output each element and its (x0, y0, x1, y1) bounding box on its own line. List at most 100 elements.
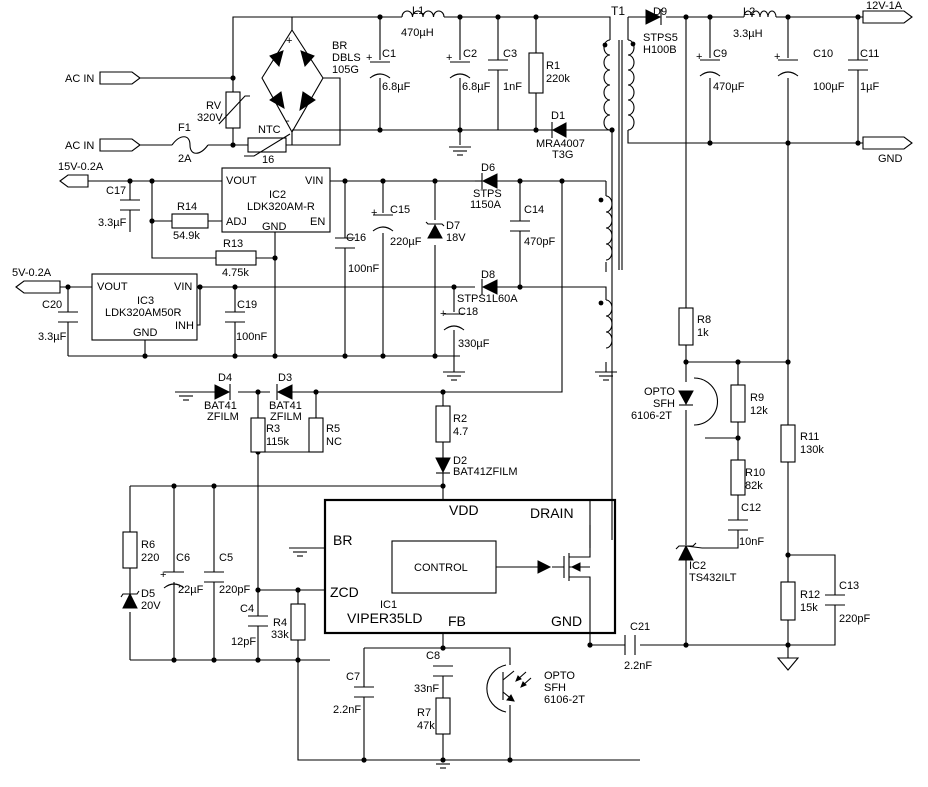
svg-text:6.8µF: 6.8µF (462, 81, 491, 93)
diode-d8: D8 STPS1L60A (457, 269, 518, 305)
port-ac-in-2: AC IN (65, 138, 141, 152)
svg-text:D6: D6 (481, 162, 495, 174)
resistor-r3: R3 115k (250, 417, 290, 453)
resistor-r1: R1 220k (528, 52, 570, 94)
svg-text:33nF: 33nF (414, 683, 439, 695)
port-12v: 12V-1A (862, 0, 913, 24)
svg-text:220µF: 220µF (390, 236, 422, 248)
svg-text:INH: INH (175, 320, 194, 332)
svg-text:18V: 18V (446, 232, 466, 244)
svg-text:R3: R3 (266, 423, 280, 435)
port-15v: 15V-0.2A (58, 161, 104, 188)
svg-text:+: + (286, 35, 292, 47)
capacitor-c17: C17 3.3µF (98, 185, 140, 229)
svg-text:1150A: 1150A (470, 199, 502, 211)
svg-text:C8: C8 (426, 650, 440, 662)
svg-text:R9: R9 (750, 392, 764, 404)
svg-text:C20: C20 (42, 299, 62, 311)
transformer-t1: T1 (598, 4, 636, 349)
svg-text:320V: 320V (197, 112, 223, 124)
regulator-ic2-ldk320am-r: VOUT VIN IC2 LDK320AM-R ADJ EN GND (221, 167, 331, 233)
svg-text:R8: R8 (697, 314, 711, 326)
resistor-r7: R7 47k (417, 697, 451, 735)
svg-text:130k: 130k (800, 444, 824, 456)
capacitor-c3: C3 1nF (488, 48, 522, 93)
svg-text:VIN: VIN (174, 281, 192, 293)
svg-text:ZCD: ZCD (330, 584, 359, 600)
shunt-regulator-ts432: IC2 TS432ILT (675, 542, 737, 584)
svg-text:100nF: 100nF (236, 331, 267, 343)
svg-text:BR: BR (333, 532, 352, 548)
svg-text:100µF: 100µF (813, 81, 845, 93)
svg-text:220pF: 220pF (219, 584, 250, 596)
svg-text:4.75k: 4.75k (222, 267, 249, 279)
resistor-r11: R11 130k (780, 424, 824, 463)
port-5v: 5V-0.2A (12, 267, 61, 294)
fuse-f1: F1 2A (171, 122, 209, 165)
ground-symbol (442, 371, 466, 381)
zener-d5: D5 20V (120, 588, 161, 612)
svg-text:DBLS: DBLS (332, 52, 361, 64)
svg-text:R2: R2 (453, 413, 467, 425)
diode-d4: D4 BAT41 ZFILM (204, 372, 239, 423)
svg-text:C5: C5 (219, 552, 233, 564)
svg-text:R5: R5 (326, 423, 340, 435)
svg-text:AC IN: AC IN (65, 73, 94, 85)
regulator-ic3-ldk320am50r: VOUT VIN IC3 LDK320AM50R INH GND (91, 273, 198, 341)
svg-text:IC3: IC3 (137, 295, 154, 307)
capacitor-c5: C5 220pF (204, 552, 250, 596)
resistor-r13: R13 4.75k (215, 238, 257, 279)
capacitor-c19: C19 100nF (225, 299, 267, 343)
resistor-r8: R8 1k (678, 307, 711, 346)
resistor-r6: R6 220 (122, 531, 159, 569)
capacitor-c15: + C15 220µF (371, 204, 422, 248)
svg-text:D1: D1 (551, 110, 565, 122)
svg-text:IC2: IC2 (689, 560, 706, 572)
svg-text:+: + (446, 52, 452, 64)
svg-text:+: + (366, 52, 372, 64)
capacitor-c18: + C18 330µF (440, 306, 490, 350)
svg-text:ZFILM: ZFILM (207, 411, 239, 423)
svg-text:RV: RV (206, 100, 222, 112)
svg-text:L1: L1 (412, 5, 424, 17)
diode-d2: D2 BAT41ZFILM (435, 455, 518, 478)
svg-text:C18: C18 (458, 306, 478, 318)
svg-text:R7: R7 (417, 707, 431, 719)
diode-d9: D9 STPS5 H100B (643, 6, 678, 56)
svg-text:15V-0.2A: 15V-0.2A (58, 161, 104, 173)
svg-text:12V-1A: 12V-1A (866, 0, 903, 12)
svg-text:6.8µF: 6.8µF (382, 81, 411, 93)
svg-text:EN: EN (310, 216, 325, 228)
svg-text:470pF: 470pF (524, 236, 555, 248)
svg-text:16: 16 (262, 154, 274, 166)
svg-text:C13: C13 (839, 580, 859, 592)
opto-phototransistor: OPTO SFH 6106-2T (486, 664, 585, 713)
svg-text:OPTO: OPTO (644, 386, 675, 398)
svg-text:1nF: 1nF (503, 81, 522, 93)
svg-text:AC IN: AC IN (65, 140, 94, 152)
svg-text:2.2nF: 2.2nF (624, 660, 652, 672)
svg-text:C6: C6 (176, 552, 190, 564)
svg-text:H100B: H100B (643, 44, 677, 56)
svg-text:105G: 105G (332, 64, 359, 76)
wires (60, 16, 863, 761)
svg-text:VDD: VDD (449, 502, 479, 518)
capacitor-c11: C11 1µF (848, 48, 879, 93)
svg-text:SFH: SFH (653, 398, 675, 410)
svg-text:12k: 12k (750, 405, 768, 417)
svg-text:GND: GND (551, 613, 582, 629)
resistor-r10: R10 82k (730, 459, 765, 496)
svg-text:R11: R11 (800, 431, 819, 443)
svg-text:R10: R10 (745, 467, 765, 479)
svg-text:C16: C16 (346, 232, 366, 244)
svg-text:R1: R1 (546, 60, 560, 72)
svg-text:R4: R4 (273, 617, 287, 629)
svg-text:33k: 33k (271, 629, 289, 641)
svg-text:C19: C19 (237, 299, 257, 311)
resistor-r9: R9 12k (730, 384, 768, 423)
diode-d1: D1 MRA4007 T3G (536, 110, 585, 161)
svg-text:C12: C12 (741, 502, 761, 514)
svg-text:SFH: SFH (544, 682, 566, 694)
svg-text:T1: T1 (611, 4, 625, 18)
svg-text:330µF: 330µF (458, 338, 490, 350)
